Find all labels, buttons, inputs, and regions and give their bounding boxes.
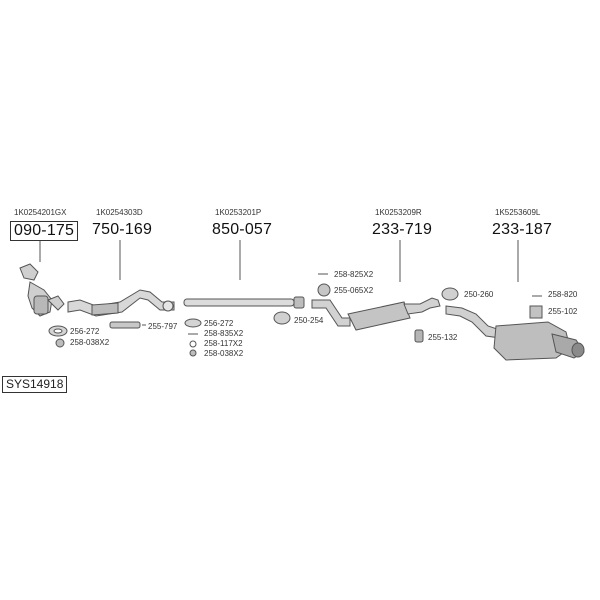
accessory-icons [48,273,543,357]
part-number-front-pipe[interactable]: 750-169 [92,221,153,238]
hanger-icon [273,311,291,325]
accessory-label[interactable]: 258-117X2 [204,339,243,348]
rear-silencer-drawing [445,305,585,361]
oem-number-rear-silencer: 1K5253609L [495,208,541,217]
part-number-center-pipe[interactable]: 850-057 [212,221,273,238]
center-pipe-drawing [183,296,305,309]
accessory-label[interactable]: 250-254 [294,316,324,325]
oem-number-catalyst: 1K0254201GX [14,208,67,217]
accessory-label[interactable]: 250-260 [464,290,494,299]
accessory-label[interactable]: 255-132 [428,333,458,342]
part-number-middle-silencer[interactable]: 233-719 [372,221,433,238]
part-number-catalyst[interactable]: 090-175 [10,221,79,241]
accessory-label[interactable]: 258-038X2 [204,349,244,358]
nut-icon [189,349,197,357]
accessory-label[interactable]: 255-102 [548,307,578,316]
clamp-icon [529,305,543,319]
middle-silencer-drawing [311,297,441,331]
accessory-label[interactable]: 258-835X2 [204,329,244,338]
clamp-icon [414,329,424,343]
oem-number-center-pipe: 1K0253201P [215,208,262,217]
accessory-label[interactable]: 256-272 [204,319,234,328]
front-pipe-drawing [67,289,175,317]
washer-icon [189,340,197,348]
oem-number-middle-silencer: 1K0253209R [375,208,422,217]
accessory-label[interactable]: 255-797 [148,322,178,331]
nut-icon [55,338,65,348]
system-code-label: SYS14918 [2,376,68,393]
accessory-label[interactable]: 258-825X2 [334,270,374,279]
accessory-label[interactable]: 258-038X2 [70,338,110,347]
part-number-rear-silencer[interactable]: 233-187 [492,221,553,238]
gasket-strip-icon [109,321,141,329]
leader-lines [39,240,519,282]
accessory-label[interactable]: 256-272 [70,327,100,336]
catalytic-converter-drawing [19,263,65,317]
gasket-icon [184,318,202,328]
hanger-icon [441,287,459,301]
accessory-label[interactable]: 258-820 [548,290,578,299]
oem-number-front-pipe: 1K0254303D [96,208,143,217]
accessory-label[interactable]: 255-065X2 [334,286,374,295]
clamp-icon [317,283,331,297]
